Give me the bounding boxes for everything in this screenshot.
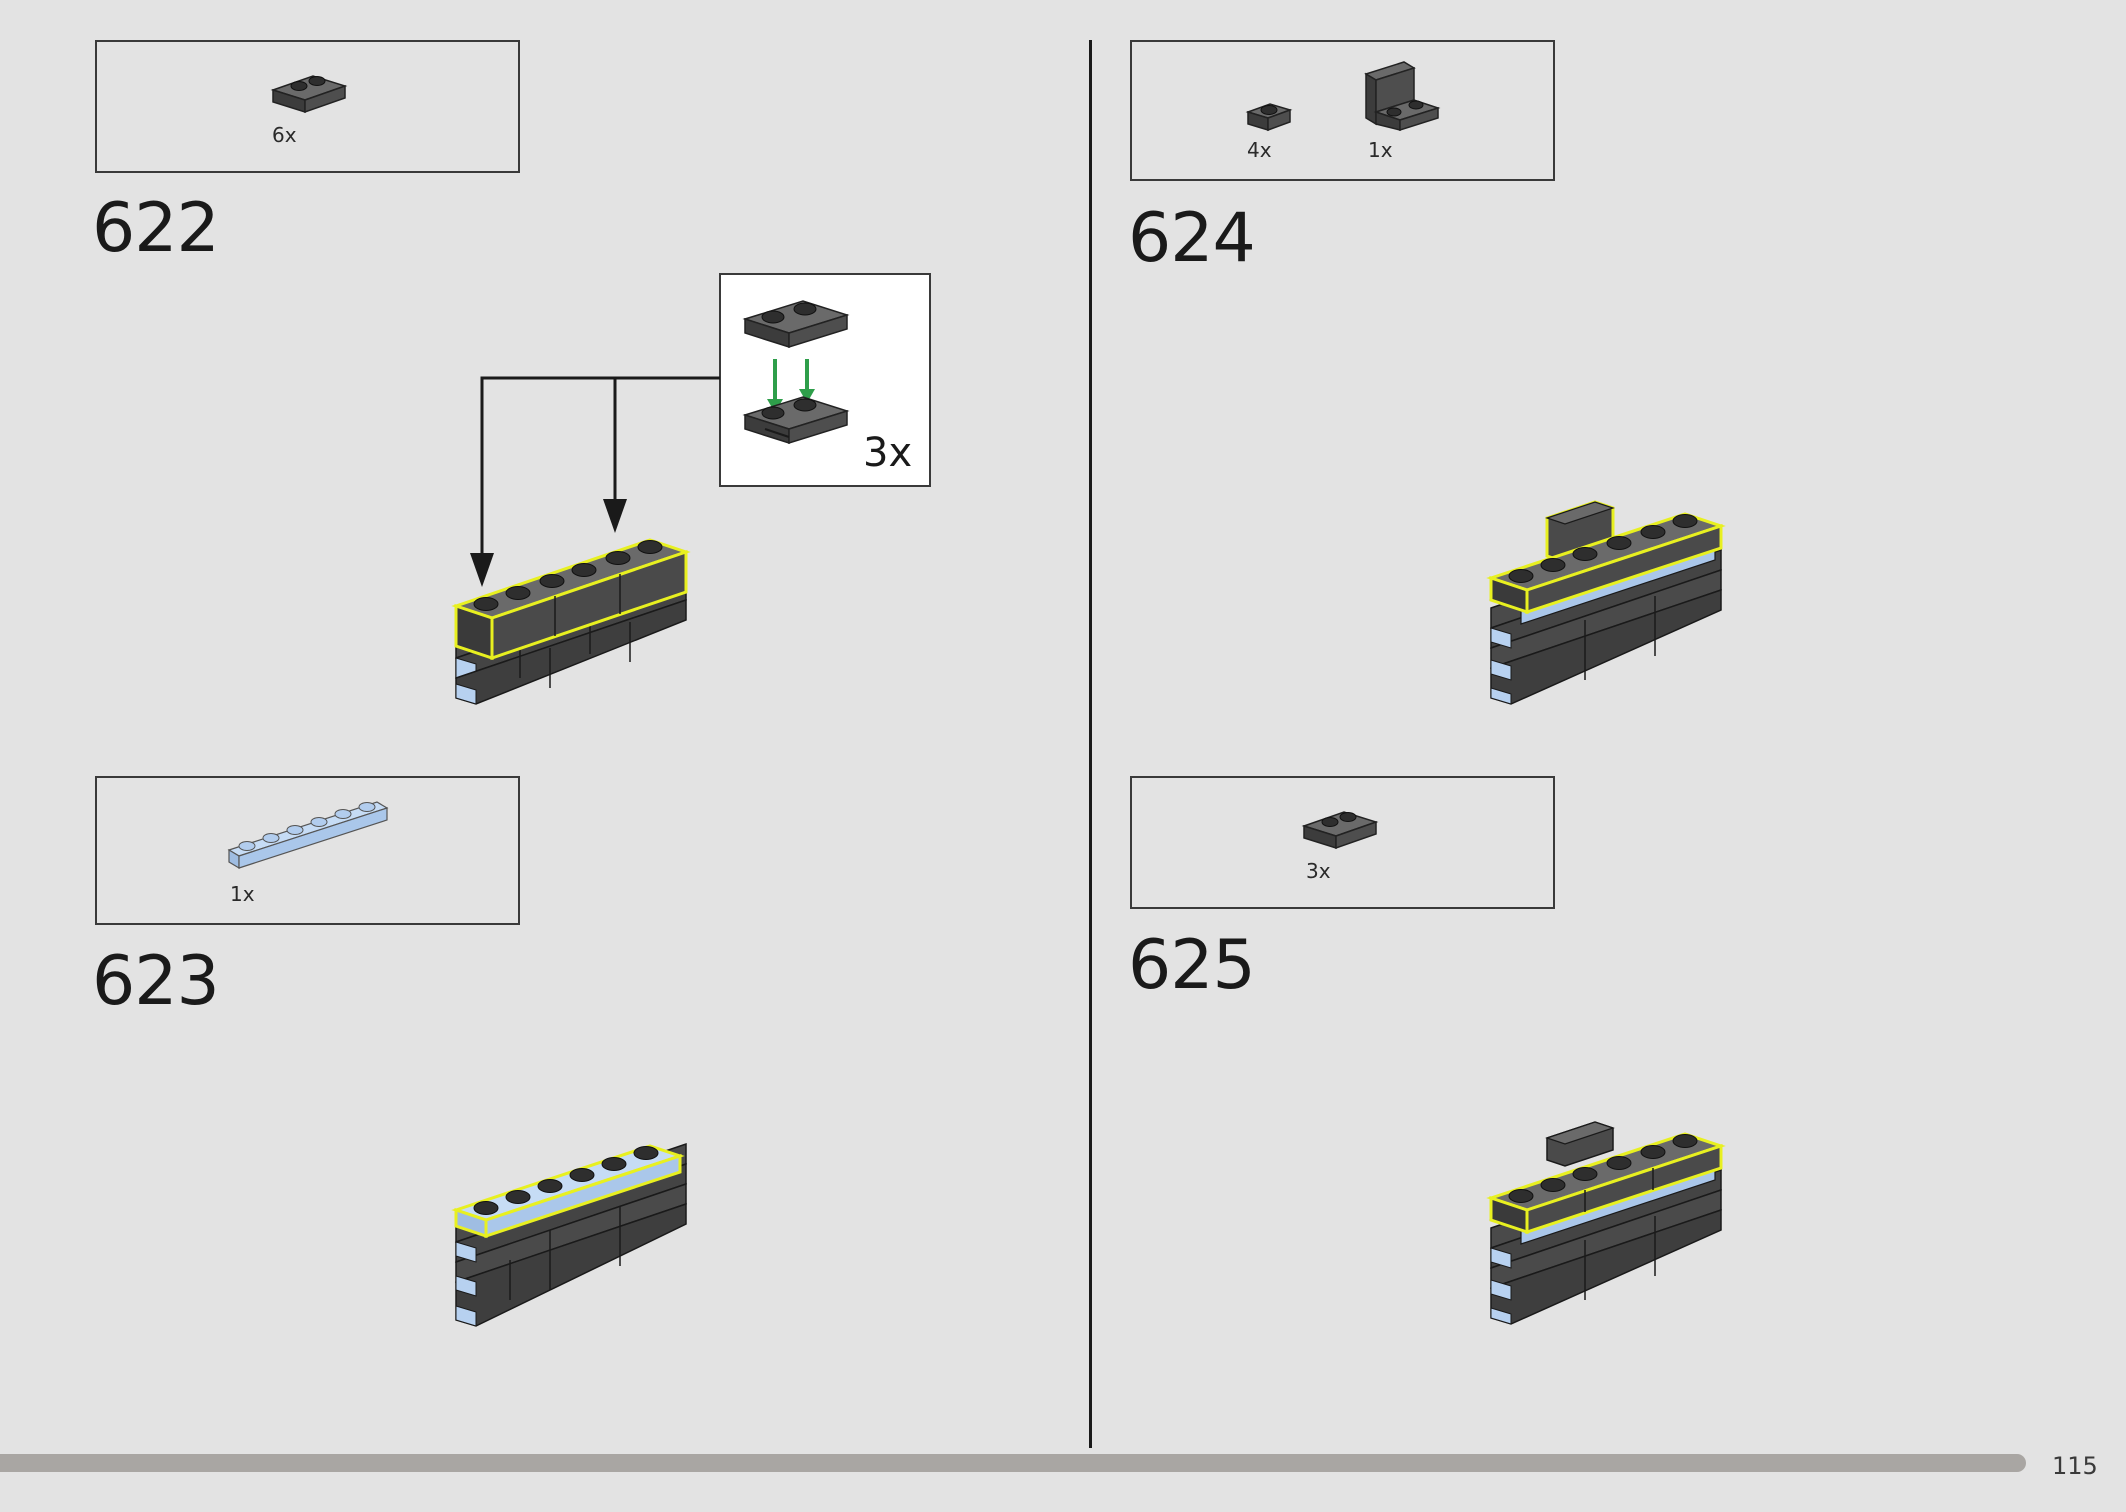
light-blue-plate-1x6-icon — [227, 801, 389, 870]
dark-grey-plate-1x1-icon — [1245, 103, 1293, 132]
subassembly-qty: 3x — [863, 430, 913, 476]
page-number: 115 — [2052, 1452, 2098, 1480]
part-qty: 6x — [272, 123, 297, 147]
parts-box-625: 3x — [1130, 776, 1555, 909]
step-624-model — [1486, 500, 1726, 705]
subassembly-callout: 3x — [719, 273, 931, 487]
step-number: 623 — [92, 942, 220, 1021]
dark-grey-bracket-1x2-icon — [1364, 61, 1441, 132]
step-625-model — [1486, 1121, 1726, 1325]
parts-box-624: 4x 1x — [1130, 40, 1555, 181]
part-qty: 1x — [1368, 138, 1393, 162]
part-qty: 3x — [1306, 859, 1331, 883]
step-number: 625 — [1128, 926, 1256, 1005]
parts-box-623: 1x — [95, 776, 520, 925]
step-622-model — [451, 538, 691, 705]
subassembly-plate-top-icon — [742, 300, 850, 349]
subassembly-plate-bottom-icon — [742, 396, 850, 445]
dark-grey-plate-1x2-icon — [1301, 811, 1379, 850]
part-qty: 1x — [230, 882, 255, 906]
step-number: 624 — [1128, 199, 1256, 278]
parts-box-622: 6x — [95, 40, 520, 173]
page-divider — [1089, 40, 1092, 1448]
part-qty: 4x — [1247, 138, 1272, 162]
dark-grey-plate-1x2-rail-icon — [270, 75, 348, 114]
progress-bar — [0, 1454, 2026, 1472]
step-623-model — [451, 1142, 687, 1327]
callout-arrows — [470, 376, 720, 587]
step-number: 622 — [92, 189, 220, 268]
